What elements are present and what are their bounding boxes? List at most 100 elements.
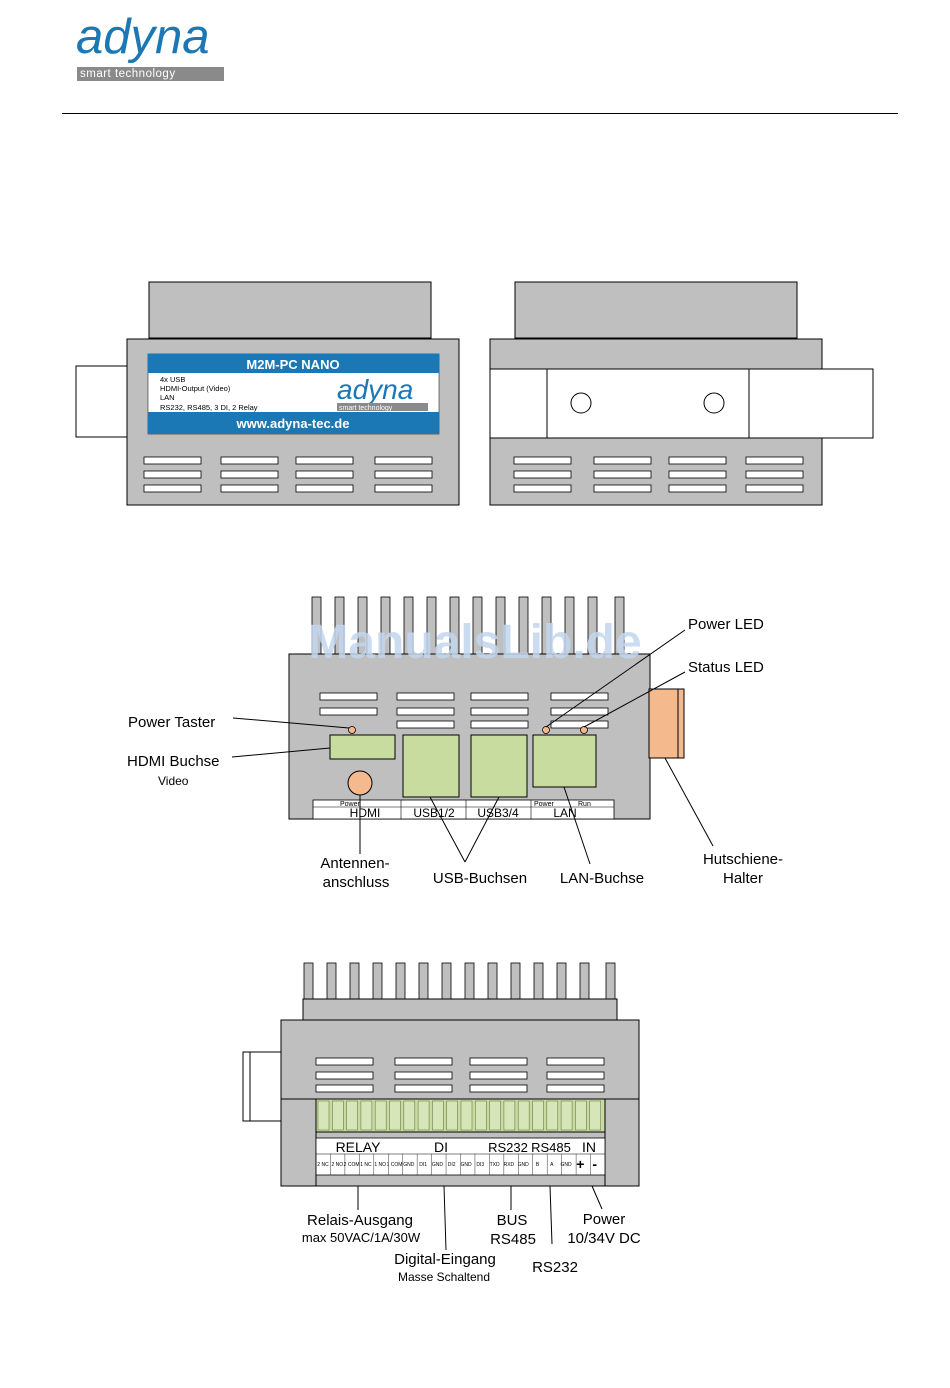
bottom-side-clip xyxy=(242,1051,282,1122)
line-usb-right xyxy=(464,796,500,863)
vent-slot xyxy=(745,470,804,479)
terminal-slot xyxy=(503,1100,516,1131)
terminal-slot xyxy=(331,1100,344,1131)
hdmi-port xyxy=(329,734,396,760)
heatsink-fin xyxy=(349,962,360,1001)
callout-bus-2: RS485 xyxy=(490,1231,536,1248)
status-led xyxy=(580,726,588,734)
line-usb-left xyxy=(429,796,466,863)
vent-slot xyxy=(469,1071,528,1080)
terminal-slot xyxy=(575,1100,587,1131)
front-view: M2M-PC NANO 4x USB HDMI-Output (Video) L… xyxy=(75,281,460,506)
vent-slot xyxy=(513,470,572,479)
vent-slot xyxy=(143,456,202,465)
callout-di-2: Masse Schaltend xyxy=(398,1270,490,1284)
line-rs232 xyxy=(549,1185,553,1245)
vent-slot xyxy=(550,707,609,716)
top-vents xyxy=(319,692,609,729)
heatsink-fin xyxy=(510,962,521,1001)
vent-slot xyxy=(593,484,652,493)
line-power xyxy=(591,1185,603,1210)
pin-label: + xyxy=(576,1156,584,1172)
line-power-led xyxy=(545,629,686,728)
side-vents xyxy=(513,456,804,493)
line-status-led xyxy=(583,671,686,728)
pin-label: - xyxy=(592,1156,597,1172)
pin-label: DI3 xyxy=(476,1162,484,1168)
label-title-bar xyxy=(148,354,439,373)
power-led xyxy=(542,726,550,734)
heatsink-fin xyxy=(418,962,429,1001)
label-brand-tag-bg xyxy=(337,403,428,411)
vent-slot xyxy=(396,707,455,716)
header-rule xyxy=(62,113,898,114)
front-vents xyxy=(143,456,433,493)
pin-label: TXD xyxy=(490,1162,500,1168)
pin-label: DI2 xyxy=(448,1162,456,1168)
logo-wordmark: adyna xyxy=(76,10,210,64)
vent-slot xyxy=(513,484,572,493)
vent-slot xyxy=(546,1071,605,1080)
callout-hdmi: HDMI Buchse xyxy=(127,753,220,770)
side-view xyxy=(489,281,874,506)
terminal-slot xyxy=(560,1100,573,1131)
terminal-slot xyxy=(432,1100,444,1131)
heatsink-fin xyxy=(395,962,406,1001)
vent-slot xyxy=(374,484,433,493)
terminal-slot xyxy=(546,1100,559,1131)
vent-slot xyxy=(668,456,727,465)
vent-slot xyxy=(396,720,455,729)
vent-slot xyxy=(220,470,279,479)
callout-lan: LAN-Buchse xyxy=(560,870,644,887)
terminal-slot xyxy=(532,1100,544,1131)
callout-antenna-1: Antennen- xyxy=(320,855,389,872)
vent-slot xyxy=(295,484,354,493)
callout-status-led: Status LED xyxy=(688,659,764,676)
group-label-relay: RELAY xyxy=(336,1139,382,1155)
pin-label: GND xyxy=(460,1162,472,1168)
group-label-di: DI xyxy=(434,1139,448,1155)
bottom-heatsink-fins xyxy=(303,962,616,1001)
terminal-slot xyxy=(489,1100,501,1131)
antenna-connector xyxy=(347,770,373,796)
vent-slot xyxy=(315,1071,374,1080)
label-url-bar xyxy=(148,412,439,434)
label-brand-tagline: smart technology xyxy=(339,405,393,412)
callout-relay-2: max 50VAC/1A/30W xyxy=(302,1230,421,1245)
vent-slot xyxy=(315,1057,374,1066)
bottom-vents xyxy=(315,1057,605,1093)
heatsink-fin xyxy=(579,962,590,1001)
line-di xyxy=(443,1185,447,1251)
terminal-slot xyxy=(317,1100,330,1131)
callout-power-1: Power xyxy=(583,1211,626,1228)
terminal-slots xyxy=(317,1100,602,1131)
rail-holder xyxy=(648,688,685,759)
vent-slot xyxy=(220,484,279,493)
heatsink-fin xyxy=(605,962,616,1001)
line-lan xyxy=(563,786,591,865)
port-label-usb34: USB3/4 xyxy=(477,806,519,820)
group-label-rs485: RS485 xyxy=(531,1140,571,1155)
callout-di-1: Digital-Eingang xyxy=(394,1251,496,1268)
vent-slot xyxy=(469,1084,528,1093)
vent-slot xyxy=(745,484,804,493)
front-side-clip xyxy=(75,365,129,438)
label-url: www.adyna-tec.de xyxy=(236,416,350,431)
heatsink-fin xyxy=(372,962,383,1001)
terminal-slot xyxy=(346,1100,358,1131)
label-title: M2M-PC NANO xyxy=(246,357,339,372)
vent-slot xyxy=(295,456,354,465)
bottom-callout-lines xyxy=(357,1185,603,1251)
vent-slot xyxy=(513,456,572,465)
pin-label: 1 NO xyxy=(374,1162,386,1168)
vent-slot xyxy=(593,456,652,465)
line-rail xyxy=(664,757,714,847)
pin-label: GND xyxy=(518,1162,530,1168)
line-power-taster xyxy=(232,717,350,729)
heatsink-fin xyxy=(303,962,314,1001)
vent-slot xyxy=(668,470,727,479)
vent-slot xyxy=(319,692,378,701)
